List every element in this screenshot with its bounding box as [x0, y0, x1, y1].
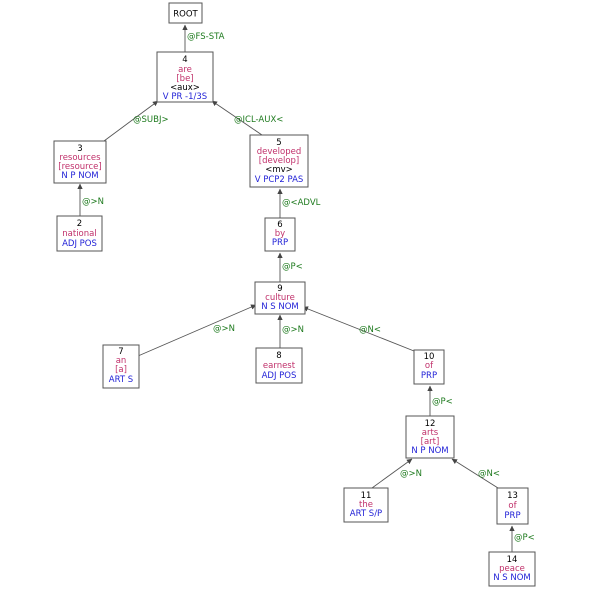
node-6: 6 by PRP: [264, 217, 296, 252]
node-3: 3 resources [resource] N P NOM: [53, 140, 107, 184]
node-11: 11 the ART S/P: [343, 487, 389, 523]
label-p-14: @P<: [514, 533, 535, 543]
node-12-id: 12: [425, 419, 436, 429]
edge-13-12: [451, 458, 499, 489]
node-10-pos: PRP: [421, 371, 437, 381]
node-8-id: 8: [276, 351, 281, 361]
node-8: 8 earnest ADJ POS: [255, 347, 303, 384]
node-2-word: national: [62, 229, 96, 239]
node-6-id: 6: [277, 220, 282, 230]
node-4: 4 are [be] <aux> V PR -1/3S: [156, 51, 214, 103]
node-12-word: arts: [422, 428, 439, 438]
node-12: 12 arts [art] N P NOM: [405, 415, 455, 459]
label-13-12: @N<: [478, 469, 500, 479]
label-p-12: @P<: [432, 397, 453, 407]
node-4-tag: <aux>: [170, 83, 200, 93]
edge-3-4: [103, 100, 159, 142]
node-12-pos: N P NOM: [411, 446, 448, 456]
node-3-base: [resource]: [58, 162, 101, 172]
node-7-id: 7: [118, 347, 123, 357]
node-2: 2 national ADJ POS: [56, 215, 103, 252]
label-subj: @SUBJ>: [133, 115, 169, 125]
node-3-word: resources: [59, 153, 101, 163]
node-12-base: [art]: [421, 437, 440, 447]
edge-7-9: [137, 304, 257, 357]
node-5-base: [develop]: [259, 156, 299, 166]
label-2-3: @>N: [82, 197, 104, 207]
node-6-pos: PRP: [272, 238, 288, 248]
node-11-id: 11: [361, 491, 372, 501]
node-14-word: peace: [499, 564, 525, 574]
node-14-id: 14: [507, 555, 518, 565]
node-5-tag: <mv>: [265, 165, 293, 175]
edges: [77, 24, 515, 552]
edge-10-9: [302, 306, 415, 352]
node-2-id: 2: [77, 219, 82, 229]
node-9: 9 culture N S NOM: [254, 281, 306, 315]
label-10-9: @N<: [359, 325, 381, 335]
node-11-pos: ART S/P: [350, 509, 382, 519]
node-14: 14 peace N S NOM: [488, 551, 536, 587]
node-7-word: an: [116, 356, 127, 366]
node-13-word: of: [508, 501, 517, 511]
node-13-pos: PRP: [504, 511, 520, 521]
node-8-word: earnest: [263, 361, 296, 371]
node-6-word: by: [275, 229, 285, 239]
label-advl: @<ADVL: [282, 198, 321, 208]
label-icl-aux: @ICL-AUX<: [234, 115, 283, 125]
edge-11-12: [371, 458, 413, 489]
node-14-pos: N S NOM: [493, 573, 531, 583]
node-3-id: 3: [77, 144, 82, 154]
node-root-id: ROOT: [173, 10, 198, 20]
node-9-pos: N S NOM: [261, 302, 299, 312]
node-5-word: developed: [257, 147, 301, 157]
node-10-word: of: [425, 361, 434, 371]
node-7-base: [a]: [115, 365, 127, 375]
edge-5-4: [211, 100, 263, 136]
node-5-pos: V PCP2 PAS: [255, 175, 304, 185]
nodes: ROOT 4 are [be] <aux> V PR -1/3S 3 resou…: [53, 2, 536, 587]
node-9-word: culture: [265, 293, 295, 303]
node-4-id: 4: [182, 55, 187, 65]
label-8-9: @>N: [282, 325, 304, 335]
node-10-id: 10: [424, 352, 435, 362]
node-13-id: 13: [507, 491, 518, 501]
label-p-9: @P<: [282, 262, 303, 272]
node-3-pos: N P NOM: [61, 171, 98, 181]
node-13: 13 of PRP: [496, 487, 529, 525]
node-4-word: are: [178, 65, 192, 75]
node-4-pos: V PR -1/3S: [163, 92, 207, 102]
label-7-9: @>N: [213, 324, 235, 334]
node-5-id: 5: [276, 138, 281, 148]
edge-labels: @FS-STA @SUBJ> @ICL-AUX< @>N @<ADVL @P< …: [82, 32, 535, 543]
label-fs-sta: @FS-STA: [187, 32, 225, 42]
node-9-id: 9: [277, 284, 282, 294]
node-5: 5 developed [develop] <mv> V PCP2 PAS: [249, 134, 309, 188]
node-2-pos: ADJ POS: [62, 239, 97, 249]
node-7-pos: ART S: [109, 375, 133, 385]
node-11-word: the: [359, 500, 373, 510]
node-7: 7 an [a] ART S: [102, 344, 140, 389]
label-11-12: @>N: [400, 469, 422, 479]
node-10: 10 of PRP: [413, 349, 445, 385]
node-8-pos: ADJ POS: [262, 371, 297, 381]
node-4-base: [be]: [176, 74, 193, 84]
node-root: ROOT: [168, 2, 203, 24]
